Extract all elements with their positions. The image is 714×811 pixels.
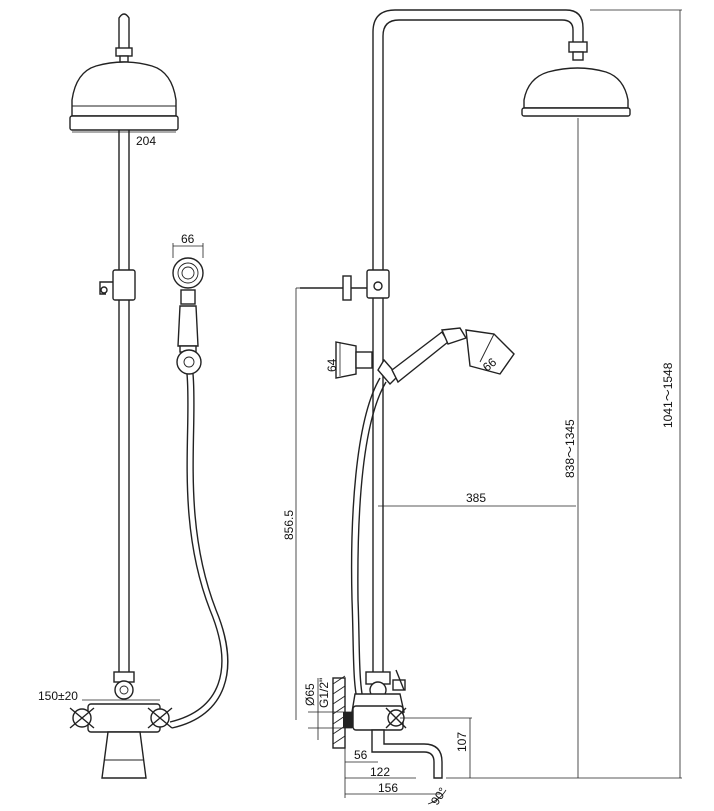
- spout-side: [371, 729, 443, 779]
- dim-head-diameter-label: 204: [136, 134, 156, 148]
- mixer-front: [69, 671, 173, 779]
- dim-inlet: Ø65 G1/2": [303, 678, 352, 740]
- dim-56-label: 56: [354, 748, 368, 762]
- dim-inlet-thread-label: G1/2": [317, 678, 331, 708]
- shower-hose-front: [169, 373, 223, 723]
- dim-rail-height-label: 856.5: [282, 510, 296, 540]
- dim-head-height-label: 838～1345: [563, 419, 577, 478]
- dim-spout-angle: 90°: [427, 785, 450, 808]
- dim-head-height: 838～1345: [563, 118, 579, 778]
- mixer-side: [332, 669, 443, 779]
- overhead-shower-rose-side: [523, 67, 629, 109]
- overhead-shower-rose-front: [71, 61, 177, 117]
- front-view: 204 66 150±20: [38, 13, 229, 779]
- dim-inlet-diameter-label: Ø65: [303, 683, 317, 706]
- dim-total-height: 1041～1548: [590, 9, 682, 778]
- hand-shower-side: [377, 327, 515, 386]
- dim-arm-projection: 385: [378, 491, 576, 507]
- shower-hose-side: [350, 377, 381, 711]
- hand-shower-front: [172, 257, 204, 375]
- dim-total-height-label: 1041～1548: [661, 362, 675, 428]
- dim-arm-projection-label: 385: [466, 491, 486, 505]
- dim-horizontal-offsets: 56 122 156: [344, 748, 440, 798]
- dim-bracket-label: 64: [325, 358, 339, 372]
- dim-centers: 150±20: [38, 689, 160, 703]
- wall-bracket-side: [335, 341, 373, 379]
- riser-and-arm-side: [372, 9, 584, 672]
- dim-hand-head-front: 66: [172, 232, 204, 258]
- dim-spout-angle-label: 90°: [428, 785, 450, 808]
- dim-rail-height: 856.5: [282, 287, 300, 720]
- dim-122-label: 122: [370, 765, 390, 779]
- dim-hand-head-front-label: 66: [181, 232, 195, 246]
- dim-head-diameter: 204: [72, 131, 176, 148]
- dim-156-label: 156: [378, 781, 398, 795]
- dim-bracket: 64: [325, 342, 341, 376]
- dim-spout-height-label: 107: [455, 732, 469, 752]
- side-view: 1041～1548 838～1345 856.5 385 64 66: [282, 9, 682, 808]
- dim-spout-height: 107: [400, 717, 472, 778]
- dim-centers-label: 150±20: [38, 689, 78, 703]
